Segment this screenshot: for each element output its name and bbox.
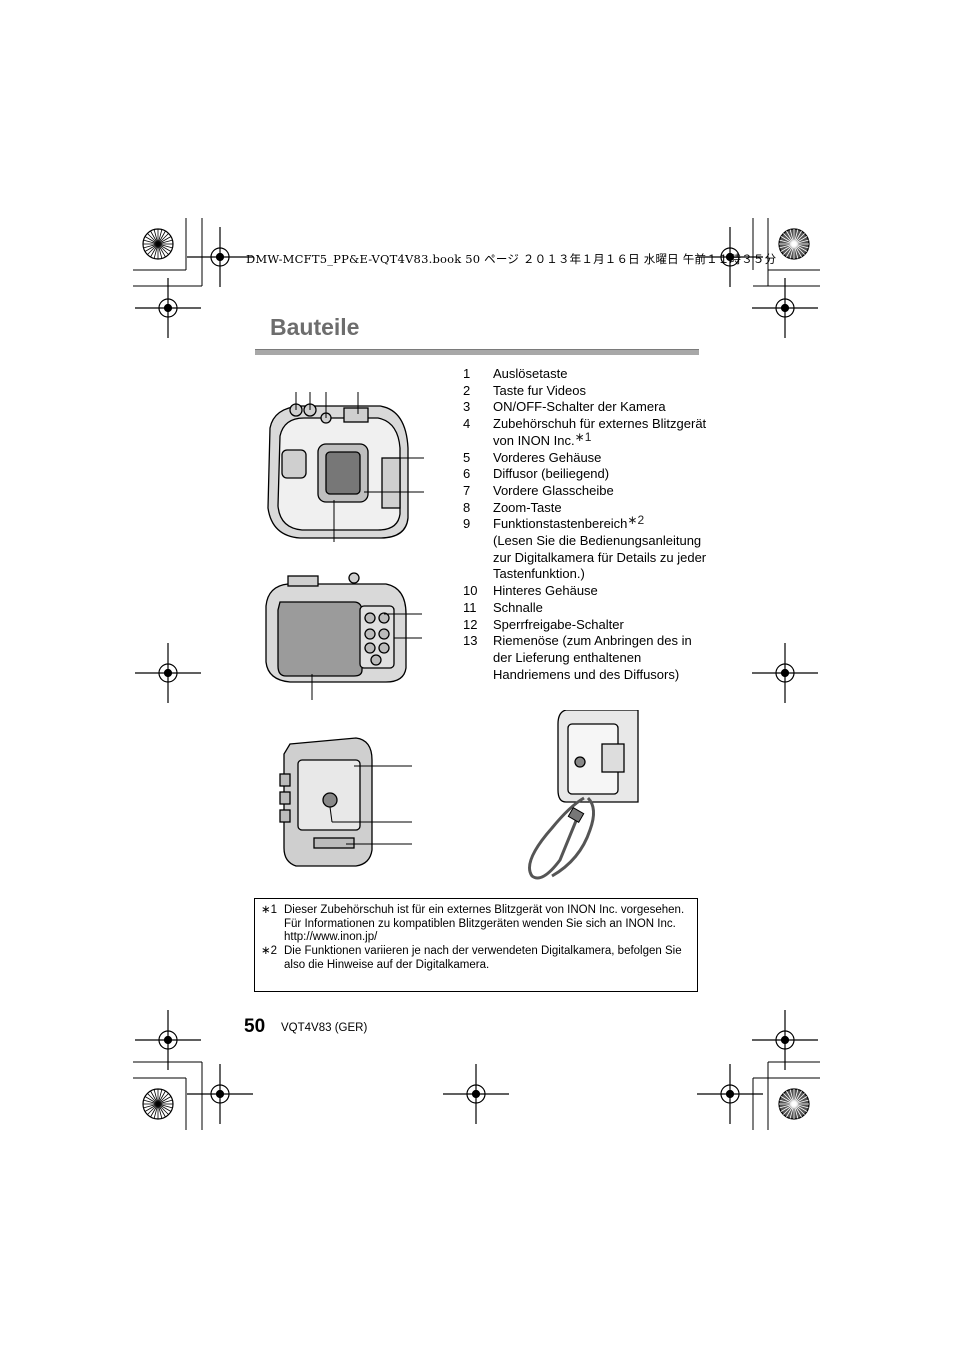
registration-target-icon	[443, 1064, 509, 1124]
footnote-ref: ∗2	[627, 513, 645, 528]
registration-target-icon	[135, 643, 201, 703]
registration-target-icon	[697, 1064, 763, 1124]
list-item-note: (Lesen Sie die Bedienungsanleitung zur D…	[493, 533, 707, 582]
footnote-ref: ∗1	[574, 429, 592, 444]
registration-star-icon	[778, 1088, 810, 1120]
rear-view-illustration	[265, 572, 422, 700]
registration-target-icon	[187, 1064, 253, 1124]
footnote: ∗1 Dieser Zubehörschuh ist für ein exter…	[261, 904, 685, 944]
footnote: ∗2 Die Funktionen variieren je nach der …	[261, 945, 682, 971]
page-number: 50	[244, 1016, 266, 1037]
front-view-illustration	[267, 392, 424, 542]
registration-target-icon	[135, 1010, 201, 1070]
title-divider	[255, 349, 699, 355]
registration-star-icon	[778, 228, 810, 260]
page-title: Bauteile	[270, 314, 360, 340]
registration-target-icon	[752, 1010, 818, 1070]
document-code: VQT4V83 (GER)	[281, 1022, 368, 1034]
side-view-illustration	[279, 737, 412, 867]
registration-target-icon	[697, 227, 763, 287]
registration-target-icon	[752, 643, 818, 703]
registration-star-icon	[142, 228, 174, 260]
registration-target-icon	[752, 278, 818, 338]
registration-star-icon	[142, 1088, 174, 1120]
strap-illustration	[528, 710, 639, 880]
link[interactable]: http://www.inon.jp/	[284, 931, 378, 944]
footnotes-box: ∗1 Dieser Zubehörschuh ist für ein exter…	[254, 898, 698, 992]
print-info-header: DMW-MCFT5_PP&E-VQT4V83.book 50 ページ ２０１３年…	[246, 252, 777, 266]
registration-target-icon	[135, 227, 818, 1124]
registration-target-icon	[187, 227, 253, 287]
registration-target-icon	[135, 278, 201, 338]
